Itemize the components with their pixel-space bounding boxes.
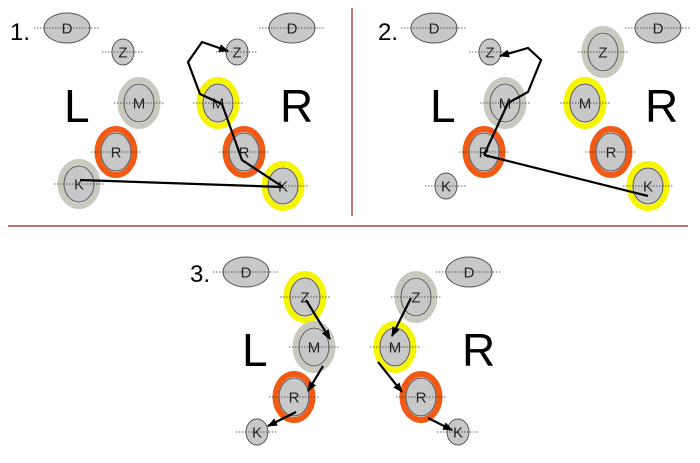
node-label: K: [453, 425, 463, 442]
p3-arrow-zright-to-mright: [391, 297, 412, 337]
node-label: Z: [300, 290, 309, 307]
node-label: D: [429, 21, 440, 38]
p3-arrow-zleft-to-mleft: [305, 299, 331, 340]
node-label: R: [606, 145, 617, 162]
node-p3-m-r: M: [370, 321, 420, 373]
node-label: Z: [411, 290, 420, 307]
panel-3-left-label: L: [242, 324, 268, 376]
node-label: Z: [485, 45, 494, 62]
node-p2-m-l: M: [480, 77, 530, 129]
node-label: M: [133, 96, 146, 113]
node-label: Z: [598, 45, 607, 62]
node-label: Z: [232, 45, 241, 62]
panel-3-right-label: R: [462, 324, 495, 376]
p3-arrow-mleft-to-rleft: [307, 365, 324, 392]
node-p1-z-l: Z: [102, 38, 144, 66]
node-p3-z-l: Z: [280, 271, 330, 323]
node-label: K: [441, 179, 451, 196]
p2-arrow-kright-to-rleft: [483, 153, 649, 198]
node-label: R: [111, 145, 122, 162]
node-label: D: [62, 21, 73, 38]
node-label: R: [416, 390, 427, 407]
panel-2-number: 2.: [378, 19, 398, 46]
p3-arrow-rleft-to-kleft: [267, 411, 297, 427]
p1-arrow-kleft-to-kright: [79, 178, 284, 189]
node-p1-m-l: M: [114, 77, 164, 129]
node-p2-d-l: D: [401, 12, 467, 44]
node-p2-m-r: M: [560, 77, 610, 129]
node-p2-z-l: Z: [469, 38, 511, 66]
node-p3-z-r: Z: [391, 271, 441, 323]
node-label: M: [389, 340, 402, 357]
node-p2-r-l: R: [459, 126, 509, 178]
node-p2-r-r: R: [586, 126, 636, 178]
node-p2-k-l: K: [425, 172, 467, 200]
arrows-layer: [79, 40, 649, 431]
node-p3-r-l: R: [269, 371, 319, 423]
p1-arrow-kright-to-mright-to-zright: [186, 40, 284, 188]
node-label: K: [252, 425, 262, 442]
node-label: M: [308, 340, 321, 357]
panel-2-right-label: R: [645, 80, 678, 132]
node-p2-z-r: Z: [578, 26, 628, 78]
panel-3-number: 3.: [190, 261, 210, 288]
node-p3-r-r: R: [396, 371, 446, 423]
node-label: K: [74, 177, 84, 194]
p3-arrow-mright-to-rright: [377, 361, 403, 393]
panel-1-right-label: R: [280, 80, 313, 132]
panel-1-number: 1.: [10, 19, 30, 46]
panel-2-left-label: L: [430, 80, 456, 132]
node-label: D: [241, 265, 252, 282]
node-p1-z-r: Z: [216, 38, 258, 66]
node-p1-d-l: D: [34, 12, 100, 44]
node-label: D: [464, 265, 475, 282]
node-p1-r-r: R: [219, 126, 269, 178]
node-p2-k-r: K: [623, 161, 673, 211]
node-p3-k-r: K: [437, 418, 479, 446]
node-p3-m-l: M: [289, 321, 339, 373]
node-label: D: [653, 21, 664, 38]
p3-arrow-rright-to-kright: [427, 417, 453, 431]
node-label: M: [499, 96, 512, 113]
node-label: R: [289, 390, 300, 407]
node-p3-k-l: K: [236, 418, 278, 446]
node-p1-d-r: D: [259, 12, 325, 44]
p2-arrow-rleft-to-mleft-to-zleft: [483, 46, 543, 156]
node-p1-k-l: K: [54, 159, 104, 209]
panel-1-left-label: L: [64, 80, 90, 132]
node-p3-d-r: D: [436, 256, 502, 288]
node-label: D: [287, 21, 298, 38]
node-label: Z: [118, 45, 127, 62]
node-label: K: [643, 179, 653, 196]
node-label: R: [239, 145, 250, 162]
node-label: M: [579, 96, 592, 113]
node-p1-r-l: R: [91, 126, 141, 178]
node-p2-d-r: D: [625, 12, 691, 44]
node-p3-d-l: D: [213, 256, 279, 288]
